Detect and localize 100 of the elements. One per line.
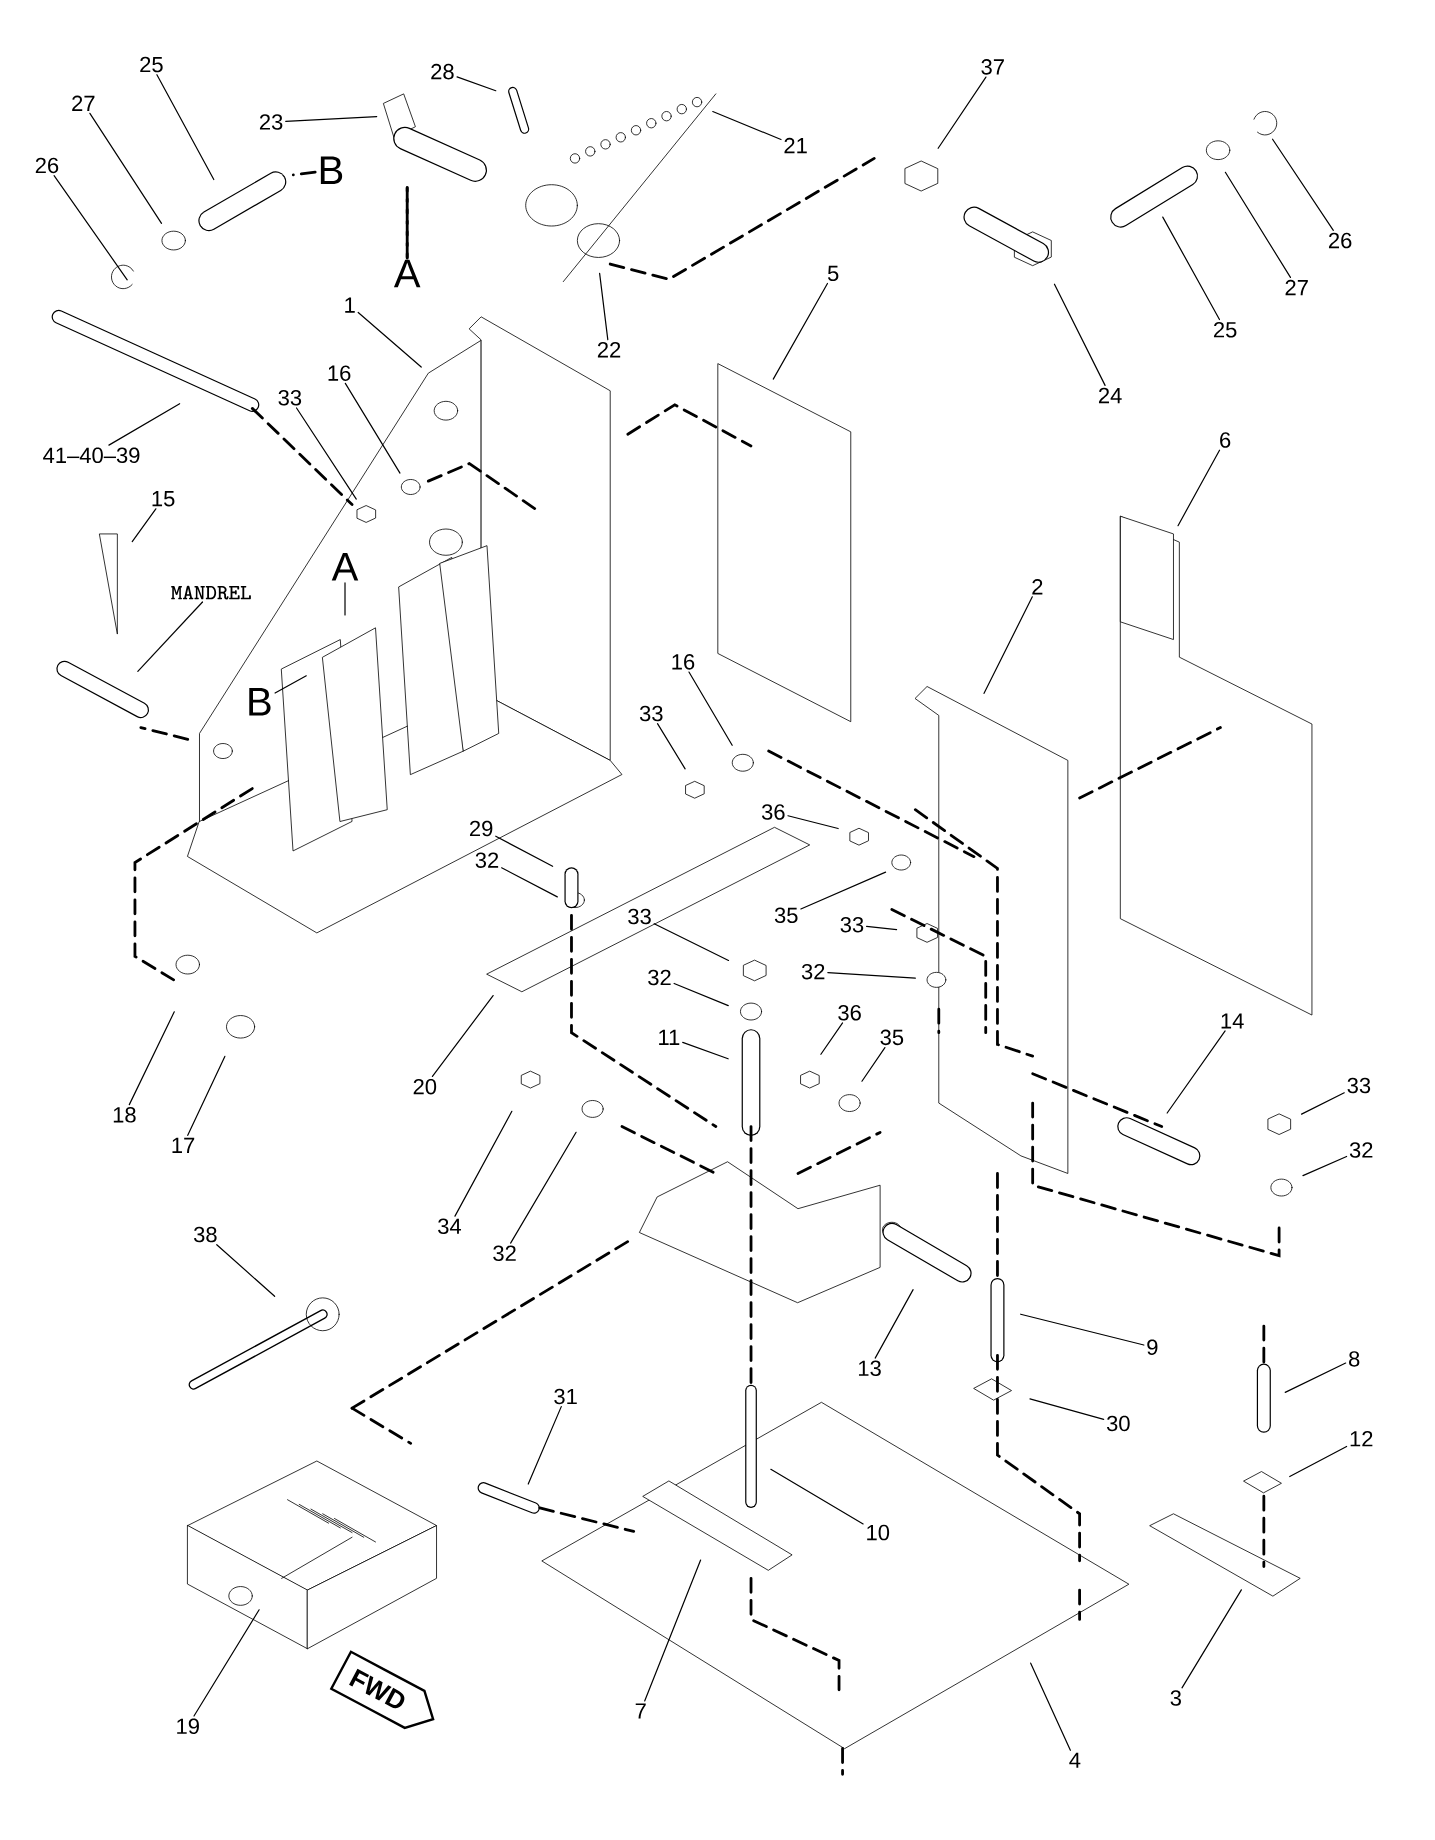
callout-number: 12 xyxy=(1350,1431,1373,1447)
leader-line xyxy=(1224,171,1291,279)
leader-line xyxy=(285,116,378,122)
reference-letter: A xyxy=(393,259,421,288)
callout-number: 16 xyxy=(328,365,351,381)
callout-number: 15 xyxy=(152,491,175,507)
callout-number: 13 xyxy=(858,1360,881,1377)
callout-number: 10 xyxy=(867,1524,890,1541)
callout-number: 30 xyxy=(1106,1415,1130,1432)
callout-number: 19 xyxy=(177,1718,199,1734)
leader-line xyxy=(53,175,128,281)
leader-line xyxy=(137,601,203,672)
callout-number: 17 xyxy=(172,1137,195,1153)
leader-line xyxy=(861,1046,886,1082)
callout-number: 32 xyxy=(1349,1142,1373,1158)
callout-number: 18 xyxy=(113,1107,136,1123)
callout-number: 23 xyxy=(259,114,283,130)
callout-number: 3 xyxy=(1170,1690,1181,1706)
leader-line xyxy=(874,1289,914,1359)
callout-number: 37 xyxy=(981,59,1004,75)
leader-line xyxy=(800,871,887,910)
leader-line xyxy=(509,1131,577,1244)
leader-line xyxy=(656,723,686,770)
part-label: MANDREL xyxy=(171,585,251,600)
callout-number: 6 xyxy=(1220,432,1231,448)
leader-line xyxy=(187,1055,226,1136)
leader-line xyxy=(295,407,357,500)
leader-line xyxy=(89,112,163,224)
reference-letter: B xyxy=(320,156,343,184)
leader-line xyxy=(787,815,839,830)
leader-line xyxy=(1181,1589,1242,1689)
callout-number: 29 xyxy=(469,820,493,837)
callout-number: 33 xyxy=(639,705,663,722)
callout-number: 32 xyxy=(493,1245,516,1262)
callout-number: 26 xyxy=(1328,232,1352,249)
callout-number: 35 xyxy=(774,907,798,924)
leader-line xyxy=(772,282,828,380)
callout-number: 41–40–39 xyxy=(43,447,140,464)
callout-number: 35 xyxy=(880,1029,904,1046)
leader-line xyxy=(1271,138,1334,231)
leader-line xyxy=(673,982,729,1007)
leader-line xyxy=(937,76,987,149)
leader-line xyxy=(1289,1445,1348,1478)
leader-line xyxy=(827,971,916,979)
callout-number: 33 xyxy=(278,390,302,406)
callout-number: 26 xyxy=(35,157,59,174)
callout-number: 32 xyxy=(801,963,825,980)
leader-line xyxy=(712,110,782,141)
leader-line xyxy=(193,1609,260,1717)
leader-line xyxy=(865,925,898,931)
leader-line xyxy=(1030,1662,1071,1751)
reference-letter: A xyxy=(331,553,359,581)
callout-number: 9 xyxy=(1147,1339,1158,1355)
callout-number: 25 xyxy=(1213,322,1237,338)
leader-line xyxy=(1029,1398,1105,1420)
leader-line xyxy=(527,1406,562,1485)
reference-letter: B xyxy=(249,688,271,716)
callout-number: 33 xyxy=(628,908,651,925)
leader-line xyxy=(1302,1155,1348,1177)
leader-line xyxy=(1300,1092,1345,1115)
leader-line xyxy=(1019,1313,1145,1346)
callout-number: 38 xyxy=(193,1226,217,1243)
leader-line xyxy=(156,74,215,181)
forward-arrow-sign: FWD xyxy=(329,1650,435,1730)
callout-number: 22 xyxy=(597,342,621,358)
leader-line xyxy=(1162,216,1220,321)
leader-line xyxy=(357,311,422,368)
callout-number: 32 xyxy=(648,969,671,986)
leader-line xyxy=(495,835,554,867)
callout-number: 8 xyxy=(1348,1351,1360,1367)
leader-line xyxy=(431,995,494,1078)
leader-line xyxy=(682,1041,729,1060)
callout-number: 1 xyxy=(345,297,355,313)
leader-line xyxy=(820,1022,844,1055)
callout-number: 27 xyxy=(1285,279,1308,296)
leader-line xyxy=(454,1110,513,1217)
leader-line xyxy=(1166,1030,1226,1114)
callout-number: 33 xyxy=(1347,1077,1371,1094)
leader-line xyxy=(344,382,401,474)
leader-line xyxy=(405,186,409,259)
callout-number: 24 xyxy=(1098,387,1122,404)
callout-number: 31 xyxy=(554,1388,577,1405)
leader-line xyxy=(1053,283,1106,386)
callout-number: 7 xyxy=(635,1703,646,1719)
callout-number: 32 xyxy=(475,852,499,868)
leader-line xyxy=(983,596,1033,694)
leader-line xyxy=(500,867,558,898)
leader-line xyxy=(653,923,730,962)
callout-number: 5 xyxy=(827,265,839,282)
leader-line xyxy=(216,1244,276,1297)
callout-number: 25 xyxy=(140,56,163,73)
leader-line xyxy=(1284,1362,1347,1393)
leader-line xyxy=(131,508,157,543)
callout-number: 28 xyxy=(431,63,454,80)
callout-number: 2 xyxy=(1032,579,1043,595)
leader-line xyxy=(274,675,307,694)
leader-line xyxy=(344,582,346,616)
callout-number: 36 xyxy=(838,1004,861,1021)
leader-line xyxy=(291,170,317,177)
callout-number: 14 xyxy=(1221,1013,1244,1029)
